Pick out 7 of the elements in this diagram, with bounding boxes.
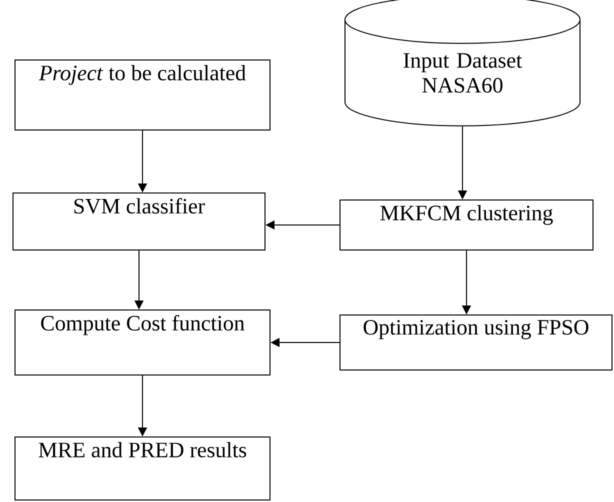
process-box: Compute Cost function	[14, 309, 270, 376]
process-box: MKFCM clustering	[340, 199, 594, 250]
process-box: Optimization using FPSO	[340, 314, 612, 370]
database-cylinder: Input Dataset NASA60	[344, 0, 580, 126]
process-box: MRE and PRED results	[14, 436, 270, 500]
process-box: Project to be calculated	[14, 60, 270, 130]
process-box: SVM classifier	[12, 192, 266, 250]
